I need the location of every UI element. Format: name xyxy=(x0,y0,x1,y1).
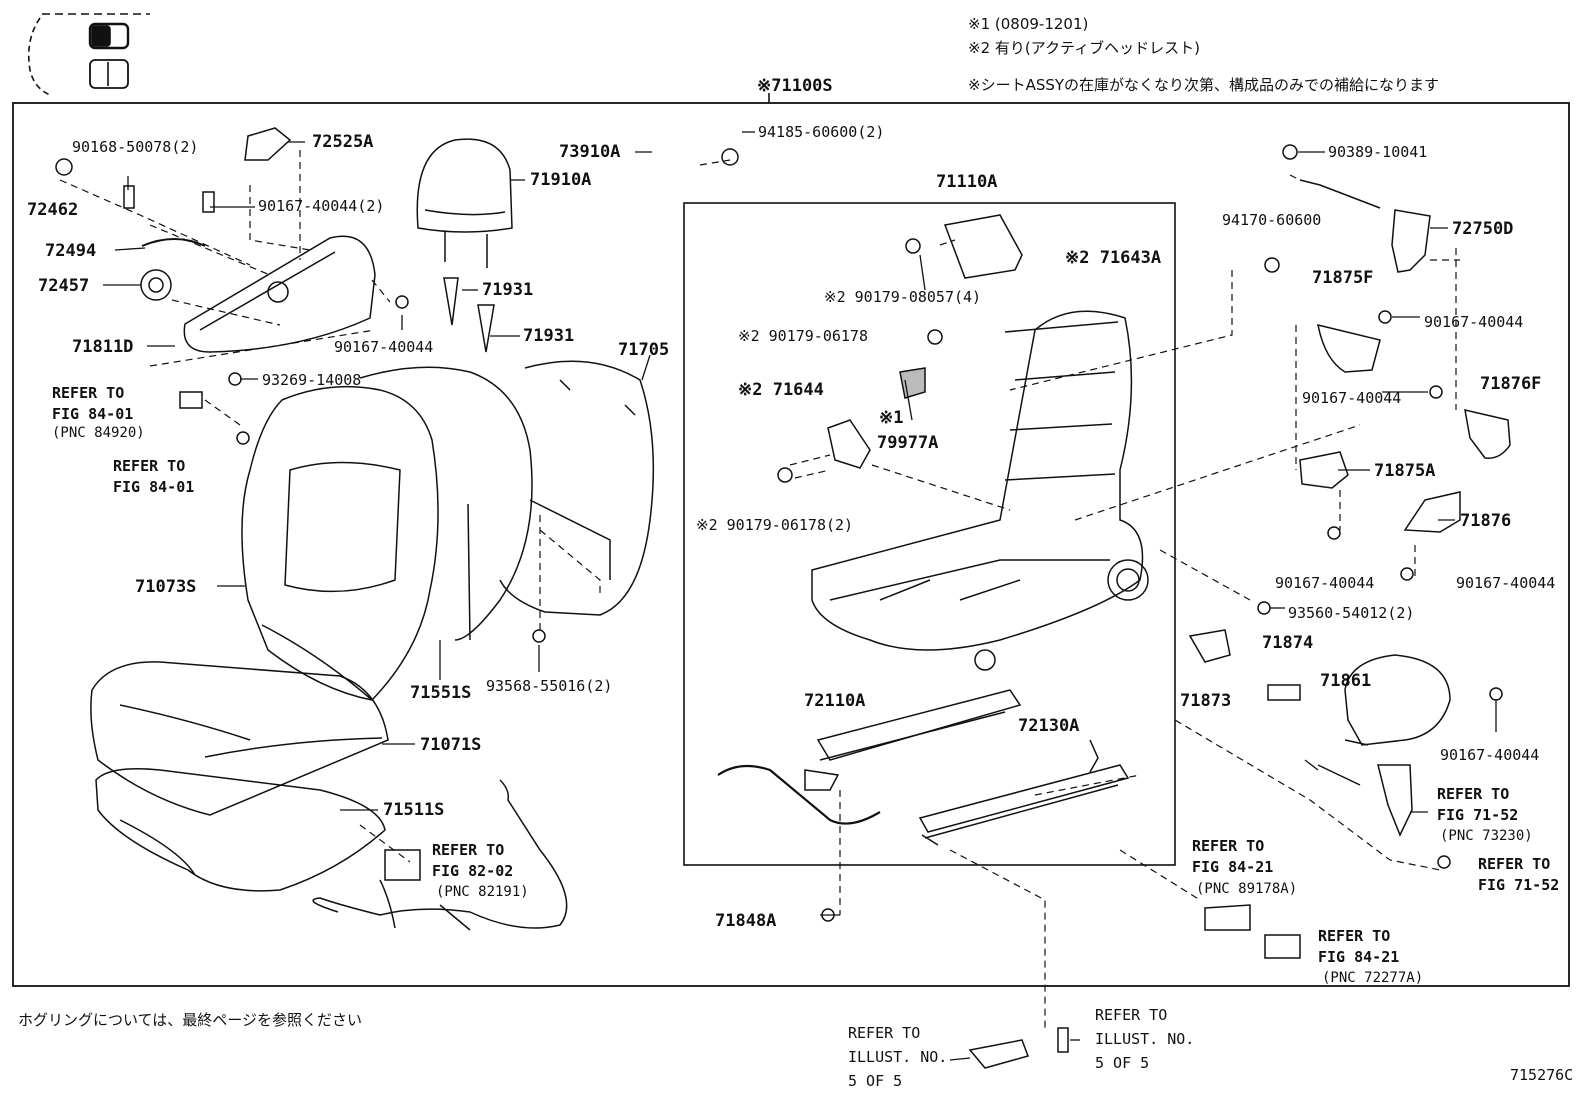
part-93560-54012: 93560-54012(2) xyxy=(1288,604,1414,622)
refer-fig-71-52-a-line2: FIG 71-52 xyxy=(1437,806,1518,824)
note-production-period: ※1 (0809-1201) xyxy=(968,15,1088,33)
part-71873: 71873 xyxy=(1180,691,1231,711)
refer-fig-71-52-a-line1: REFER TO xyxy=(1437,785,1509,803)
part-72110A: 72110A xyxy=(804,691,865,711)
part-72525A: 72525A xyxy=(312,132,373,152)
refer-fig-84-21-b-line2: FIG 84-21 xyxy=(1318,948,1399,966)
refer-fig-71-52-a-line3: (PNC 73230) xyxy=(1440,828,1533,844)
part-79977A: 79977A xyxy=(877,433,938,453)
refer-fig-71-52-b-line1: REFER TO xyxy=(1478,855,1550,873)
part-71848A: 71848A xyxy=(715,911,776,931)
part-72130A: 72130A xyxy=(1018,716,1079,736)
headrest-drawing xyxy=(416,138,513,268)
footer-hog-ring-note: ホグリングについては、最終ページを参照ください xyxy=(18,1011,362,1029)
part-90168-50078: 90168-50078(2) xyxy=(72,138,198,156)
part-71705: 71705 xyxy=(618,340,669,360)
refer-fig-82-02-line2: FIG 82-02 xyxy=(432,862,513,880)
part-73910A: 73910A xyxy=(559,142,620,162)
seat-cushion-drawing xyxy=(90,661,389,892)
part-71861: 71861 xyxy=(1320,671,1371,691)
note-supply: ※シートASSYの在庫がなくなり次第、構成品のみでの補給になります xyxy=(968,76,1439,94)
part-90167-40044-r2: 90167-40044 xyxy=(1302,389,1401,407)
part-90179-06178-a: ※2 90179-06178 xyxy=(738,327,868,345)
note-active-headrest: ※2 有り(アクティブヘッドレスト) xyxy=(968,39,1200,57)
part-90167-40044-r1: 90167-40044 xyxy=(1424,313,1523,331)
part-94170-60600: 94170-60600 xyxy=(1222,211,1321,229)
leader-lines xyxy=(103,131,1497,1061)
refer-fig-84-21-b-line3: (PNC 72277A) xyxy=(1322,970,1423,986)
refer-fig-84-01-b-line1: REFER TO xyxy=(113,457,185,475)
dashed-lines xyxy=(59,150,1460,1030)
refer-illust-a-line2: ILLUST. NO. xyxy=(848,1048,947,1066)
refer-fig-84-21-a-line3: (PNC 89178A) xyxy=(1196,881,1297,897)
part-71876: 71876 xyxy=(1460,511,1511,531)
illustration-number: 715276C xyxy=(1510,1066,1573,1084)
part-90179-06178-b: ※2 90179-06178(2) xyxy=(696,516,853,534)
part-71874: 71874 xyxy=(1262,633,1313,653)
refer-illust-b-line3: 5 OF 5 xyxy=(1095,1054,1149,1072)
assembly-label: ※71100S xyxy=(757,76,833,96)
part-94185-60600: 94185-60600(2) xyxy=(758,123,884,141)
part-90167-40044-r4: 90167-40044 xyxy=(1456,574,1555,592)
part-90389-10041: 90389-10041 xyxy=(1328,143,1427,161)
part-72750D: 72750D xyxy=(1452,219,1513,239)
part-72457: 72457 xyxy=(38,276,89,296)
refer-illust-b-line1: REFER TO xyxy=(1095,1006,1167,1024)
seat-track-drawing xyxy=(717,689,1130,846)
part-71875A: 71875A xyxy=(1374,461,1435,481)
refer-fig-84-21-a-line1: REFER TO xyxy=(1192,837,1264,855)
part-71811D: 71811D xyxy=(72,337,133,357)
part-93269-14008: 93269-14008 xyxy=(262,371,361,389)
part-71875F: 71875F xyxy=(1312,268,1373,288)
refer-fig-84-01-a-line3: (PNC 84920) xyxy=(52,425,145,441)
refer-fig-82-02-line1: REFER TO xyxy=(432,841,504,859)
part-illustrations xyxy=(55,127,1511,1069)
frame-subassembly-box xyxy=(683,202,1176,866)
part-90179-08057: ※2 90179-08057(4) xyxy=(824,288,981,306)
diagram-border xyxy=(12,102,1570,987)
refer-fig-82-02-line3: (PNC 82191) xyxy=(436,884,529,900)
frame-assembly-label: 71110A xyxy=(936,172,997,192)
refer-fig-84-21-b-line1: REFER TO xyxy=(1318,927,1390,945)
part-71931-a: 71931 xyxy=(482,280,533,300)
refer-illust-a-line1: REFER TO xyxy=(848,1024,920,1042)
part-71876F: 71876F xyxy=(1480,374,1541,394)
part-71931-b: 71931 xyxy=(523,326,574,346)
part-93568-55016: 93568-55016(2) xyxy=(486,677,612,695)
part-90167-40044-top: 90167-40044(2) xyxy=(258,197,384,215)
part-71910A: 71910A xyxy=(530,170,591,190)
refer-illust-a-line3: 5 OF 5 xyxy=(848,1072,902,1090)
refer-illust-b-line2: ILLUST. NO. xyxy=(1095,1030,1194,1048)
shield-cover-drawing xyxy=(55,127,376,353)
refer-fig-84-21-a-line2: FIG 84-21 xyxy=(1192,858,1273,876)
part-90167-40044-r5: 90167-40044 xyxy=(1440,746,1539,764)
part-71073S: 71073S xyxy=(135,577,196,597)
part-71511S: 71511S xyxy=(383,800,444,820)
refer-fig-71-52-b-line2: FIG 71-52 xyxy=(1478,876,1559,894)
part-72462: 72462 xyxy=(27,200,78,220)
fastener-drawings xyxy=(179,148,1503,922)
part-90167-40044-r3: 90167-40044 xyxy=(1275,574,1374,592)
seatback-cover-drawing xyxy=(241,360,655,701)
part-79977A-mark: ※1 xyxy=(879,408,903,428)
part-71551S: 71551S xyxy=(410,683,471,703)
part-90167-40044-mid: 90167-40044 xyxy=(334,338,433,356)
part-71071S: 71071S xyxy=(420,735,481,755)
harness-drawing xyxy=(312,779,568,931)
part-71643A: ※2 71643A xyxy=(1065,248,1161,268)
seat-location-icon xyxy=(27,13,150,96)
refer-fig-84-01-a-line2: FIG 84-01 xyxy=(52,405,133,423)
right-brackets-drawing xyxy=(968,144,1511,1069)
seat-frame-drawing xyxy=(811,214,1149,671)
part-71644: ※2 71644 xyxy=(738,380,824,400)
refer-fig-84-01-b-line2: FIG 84-01 xyxy=(113,478,194,496)
part-72494: 72494 xyxy=(45,241,96,261)
refer-fig-84-01-a-line1: REFER TO xyxy=(52,384,124,402)
